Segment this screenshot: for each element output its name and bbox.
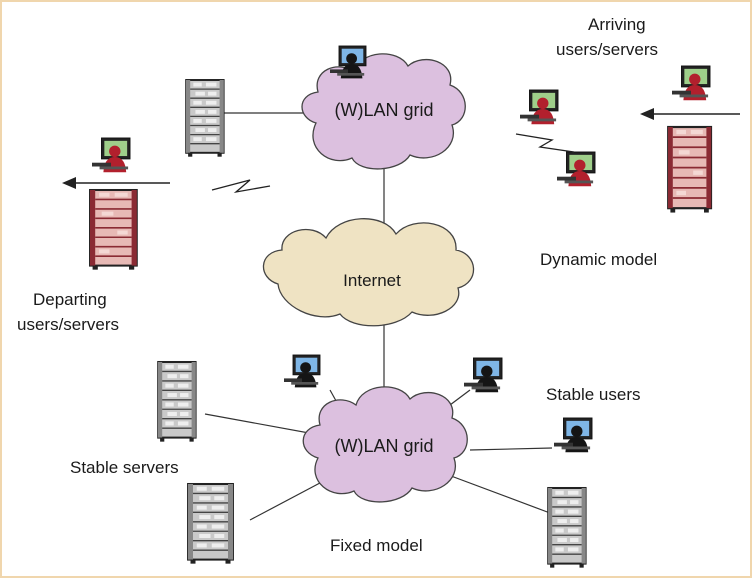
connection-lines [204, 112, 553, 521]
link-bottom-user-right [469, 447, 553, 451]
server-rack-icon [88, 188, 138, 271]
lan-grid-top-cloud [301, 53, 466, 170]
internet-cloud [262, 218, 475, 327]
stable-servers-label: Stable servers [70, 458, 179, 477]
arriving-label-line1: Arriving [588, 15, 646, 34]
departing-label-line1: Departing [33, 290, 107, 309]
wireless-zigzag-icon [515, 133, 575, 153]
arriving-label-line2: users/servers [556, 40, 658, 59]
arrow-left-head-icon [62, 177, 76, 189]
fixed-model-label: Fixed model [330, 536, 423, 555]
lan-grid-top-label: (W)LAN grid [334, 100, 433, 120]
lan-grid-bottom-label: (W)LAN grid [334, 436, 433, 456]
link-bottom-server-bottomright [434, 469, 551, 514]
lan-grid-bottom-cloud [302, 386, 468, 503]
wireless-zigzag-icon [211, 179, 271, 194]
stable-users-label: Stable users [546, 385, 641, 404]
server-rack-icon [186, 482, 235, 565]
server-rack-icon [666, 125, 713, 214]
server-rack-icon [546, 486, 587, 569]
server-rack-icon [156, 360, 197, 443]
link-bottom-server-left [204, 413, 321, 436]
dynamic-model-label: Dynamic model [540, 250, 657, 269]
internet-label: Internet [343, 271, 401, 290]
server-rack-icon [185, 79, 225, 158]
arrow-left-head-icon [640, 108, 654, 120]
departing-label-line2: users/servers [17, 315, 119, 334]
